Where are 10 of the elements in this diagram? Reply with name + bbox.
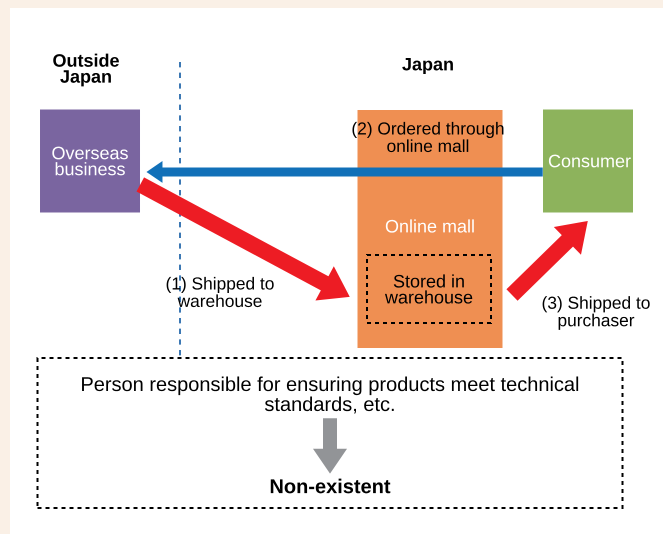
consumer-box: Consumer	[543, 110, 633, 212]
result-text: Non-existent	[270, 478, 390, 494]
region-heading: Outside Japan	[53, 54, 119, 86]
warehouse-box: Stored in warehouse	[366, 254, 492, 324]
edge-label: (3) Shipped to purchaser	[542, 296, 650, 330]
dashed-box	[36, 357, 624, 509]
edge-label: (1) Shipped to warehouse	[166, 276, 274, 308]
region-heading: Japan	[402, 58, 453, 74]
business-box: Overseas business	[40, 110, 140, 212]
statement-text: Person responsible for ensuring products meet technical standards, etc.	[82, 376, 578, 414]
